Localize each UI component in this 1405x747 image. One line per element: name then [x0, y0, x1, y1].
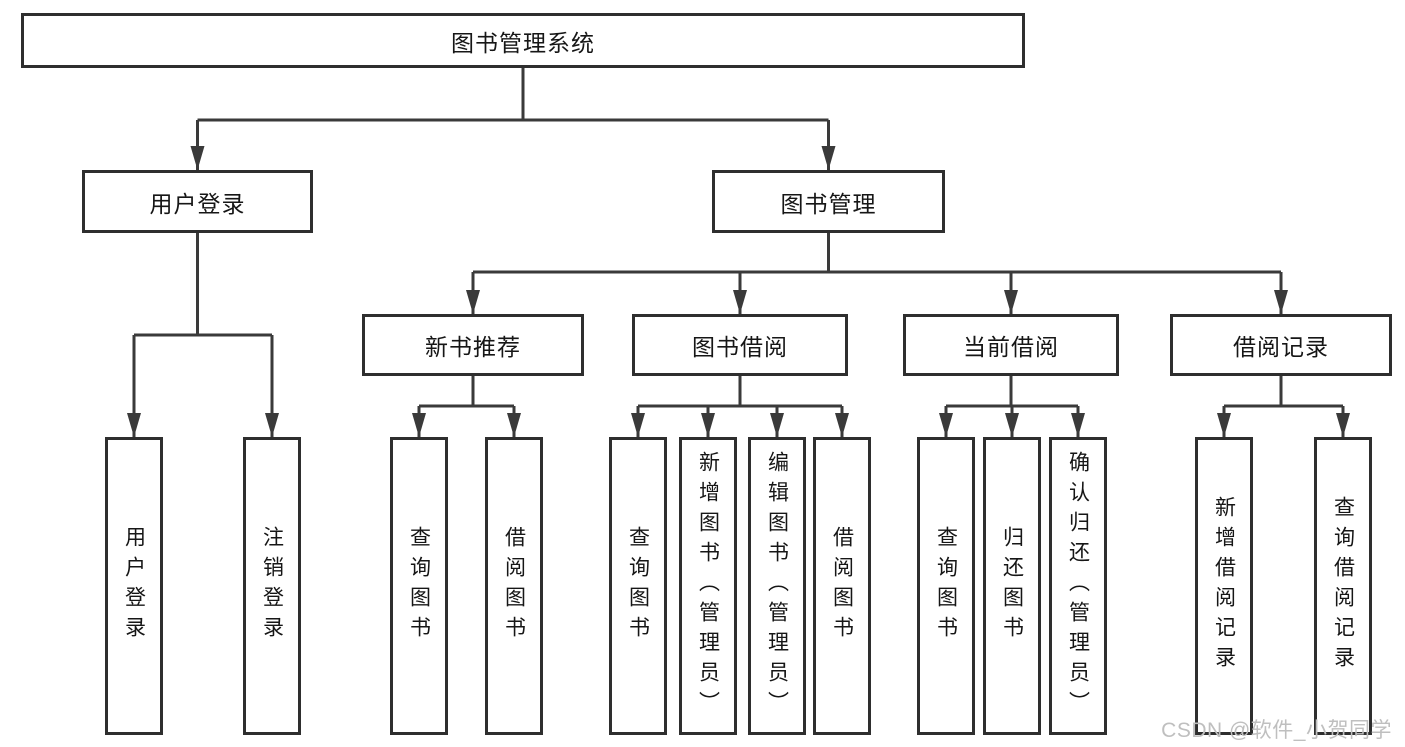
node-new-book-rec-label: 新书推荐: [425, 334, 521, 360]
node-cb-confirm-return-label: 确认归还（管理员）: [1066, 451, 1090, 721]
node-user-login: 用户登录: [82, 170, 313, 233]
node-root-label: 图书管理系统: [451, 29, 595, 56]
node-bb-edit-book-label: 编辑图书（管理员）: [765, 451, 789, 721]
node-cb-query-book-label: 查询图书: [934, 526, 958, 646]
node-user-login-label: 用户登录: [149, 190, 246, 217]
node-current-borrow: 当前借阅: [903, 314, 1119, 376]
node-book-borrow: 图书借阅: [632, 314, 848, 376]
node-br-add-record: 新增借阅记录: [1195, 437, 1253, 735]
node-login: 用户登录: [105, 437, 163, 735]
node-book-mgmt-label: 图书管理: [780, 190, 877, 217]
node-rec-borrow-book: 借阅图书: [485, 437, 543, 735]
node-bb-query-book-label: 查询图书: [626, 526, 650, 646]
node-borrow-records-label: 借阅记录: [1233, 334, 1329, 360]
node-cb-return-book-label: 归还图书: [1000, 526, 1024, 646]
node-rec-query-book: 查询图书: [390, 437, 448, 735]
node-bb-edit-book: 编辑图书（管理员）: [748, 437, 806, 735]
watermark: CSDN @软件_小贺同学: [1161, 719, 1392, 742]
node-br-query-record-label: 查询借阅记录: [1331, 496, 1355, 676]
node-new-book-rec: 新书推荐: [362, 314, 584, 376]
node-logout: 注销登录: [243, 437, 301, 735]
node-book-borrow-label: 图书借阅: [692, 334, 788, 360]
node-login-label: 用户登录: [122, 526, 146, 646]
node-rec-borrow-book-label: 借阅图书: [502, 526, 526, 646]
node-current-borrow-label: 当前借阅: [963, 334, 1059, 360]
node-borrow-records: 借阅记录: [1170, 314, 1392, 376]
node-rec-query-book-label: 查询图书: [407, 526, 431, 646]
node-br-query-record: 查询借阅记录: [1314, 437, 1372, 735]
node-bb-borrow-book-label: 借阅图书: [830, 526, 854, 646]
node-cb-return-book: 归还图书: [983, 437, 1041, 735]
node-root: 图书管理系统: [21, 13, 1025, 68]
node-bb-add-book-label: 新增图书（管理员）: [696, 451, 720, 721]
node-bb-query-book: 查询图书: [609, 437, 667, 735]
node-cb-confirm-return: 确认归还（管理员）: [1049, 437, 1107, 735]
node-br-add-record-label: 新增借阅记录: [1212, 496, 1236, 676]
node-bb-add-book: 新增图书（管理员）: [679, 437, 737, 735]
node-book-mgmt: 图书管理: [712, 170, 945, 233]
node-bb-borrow-book: 借阅图书: [813, 437, 871, 735]
node-logout-label: 注销登录: [260, 526, 284, 646]
node-cb-query-book: 查询图书: [917, 437, 975, 735]
